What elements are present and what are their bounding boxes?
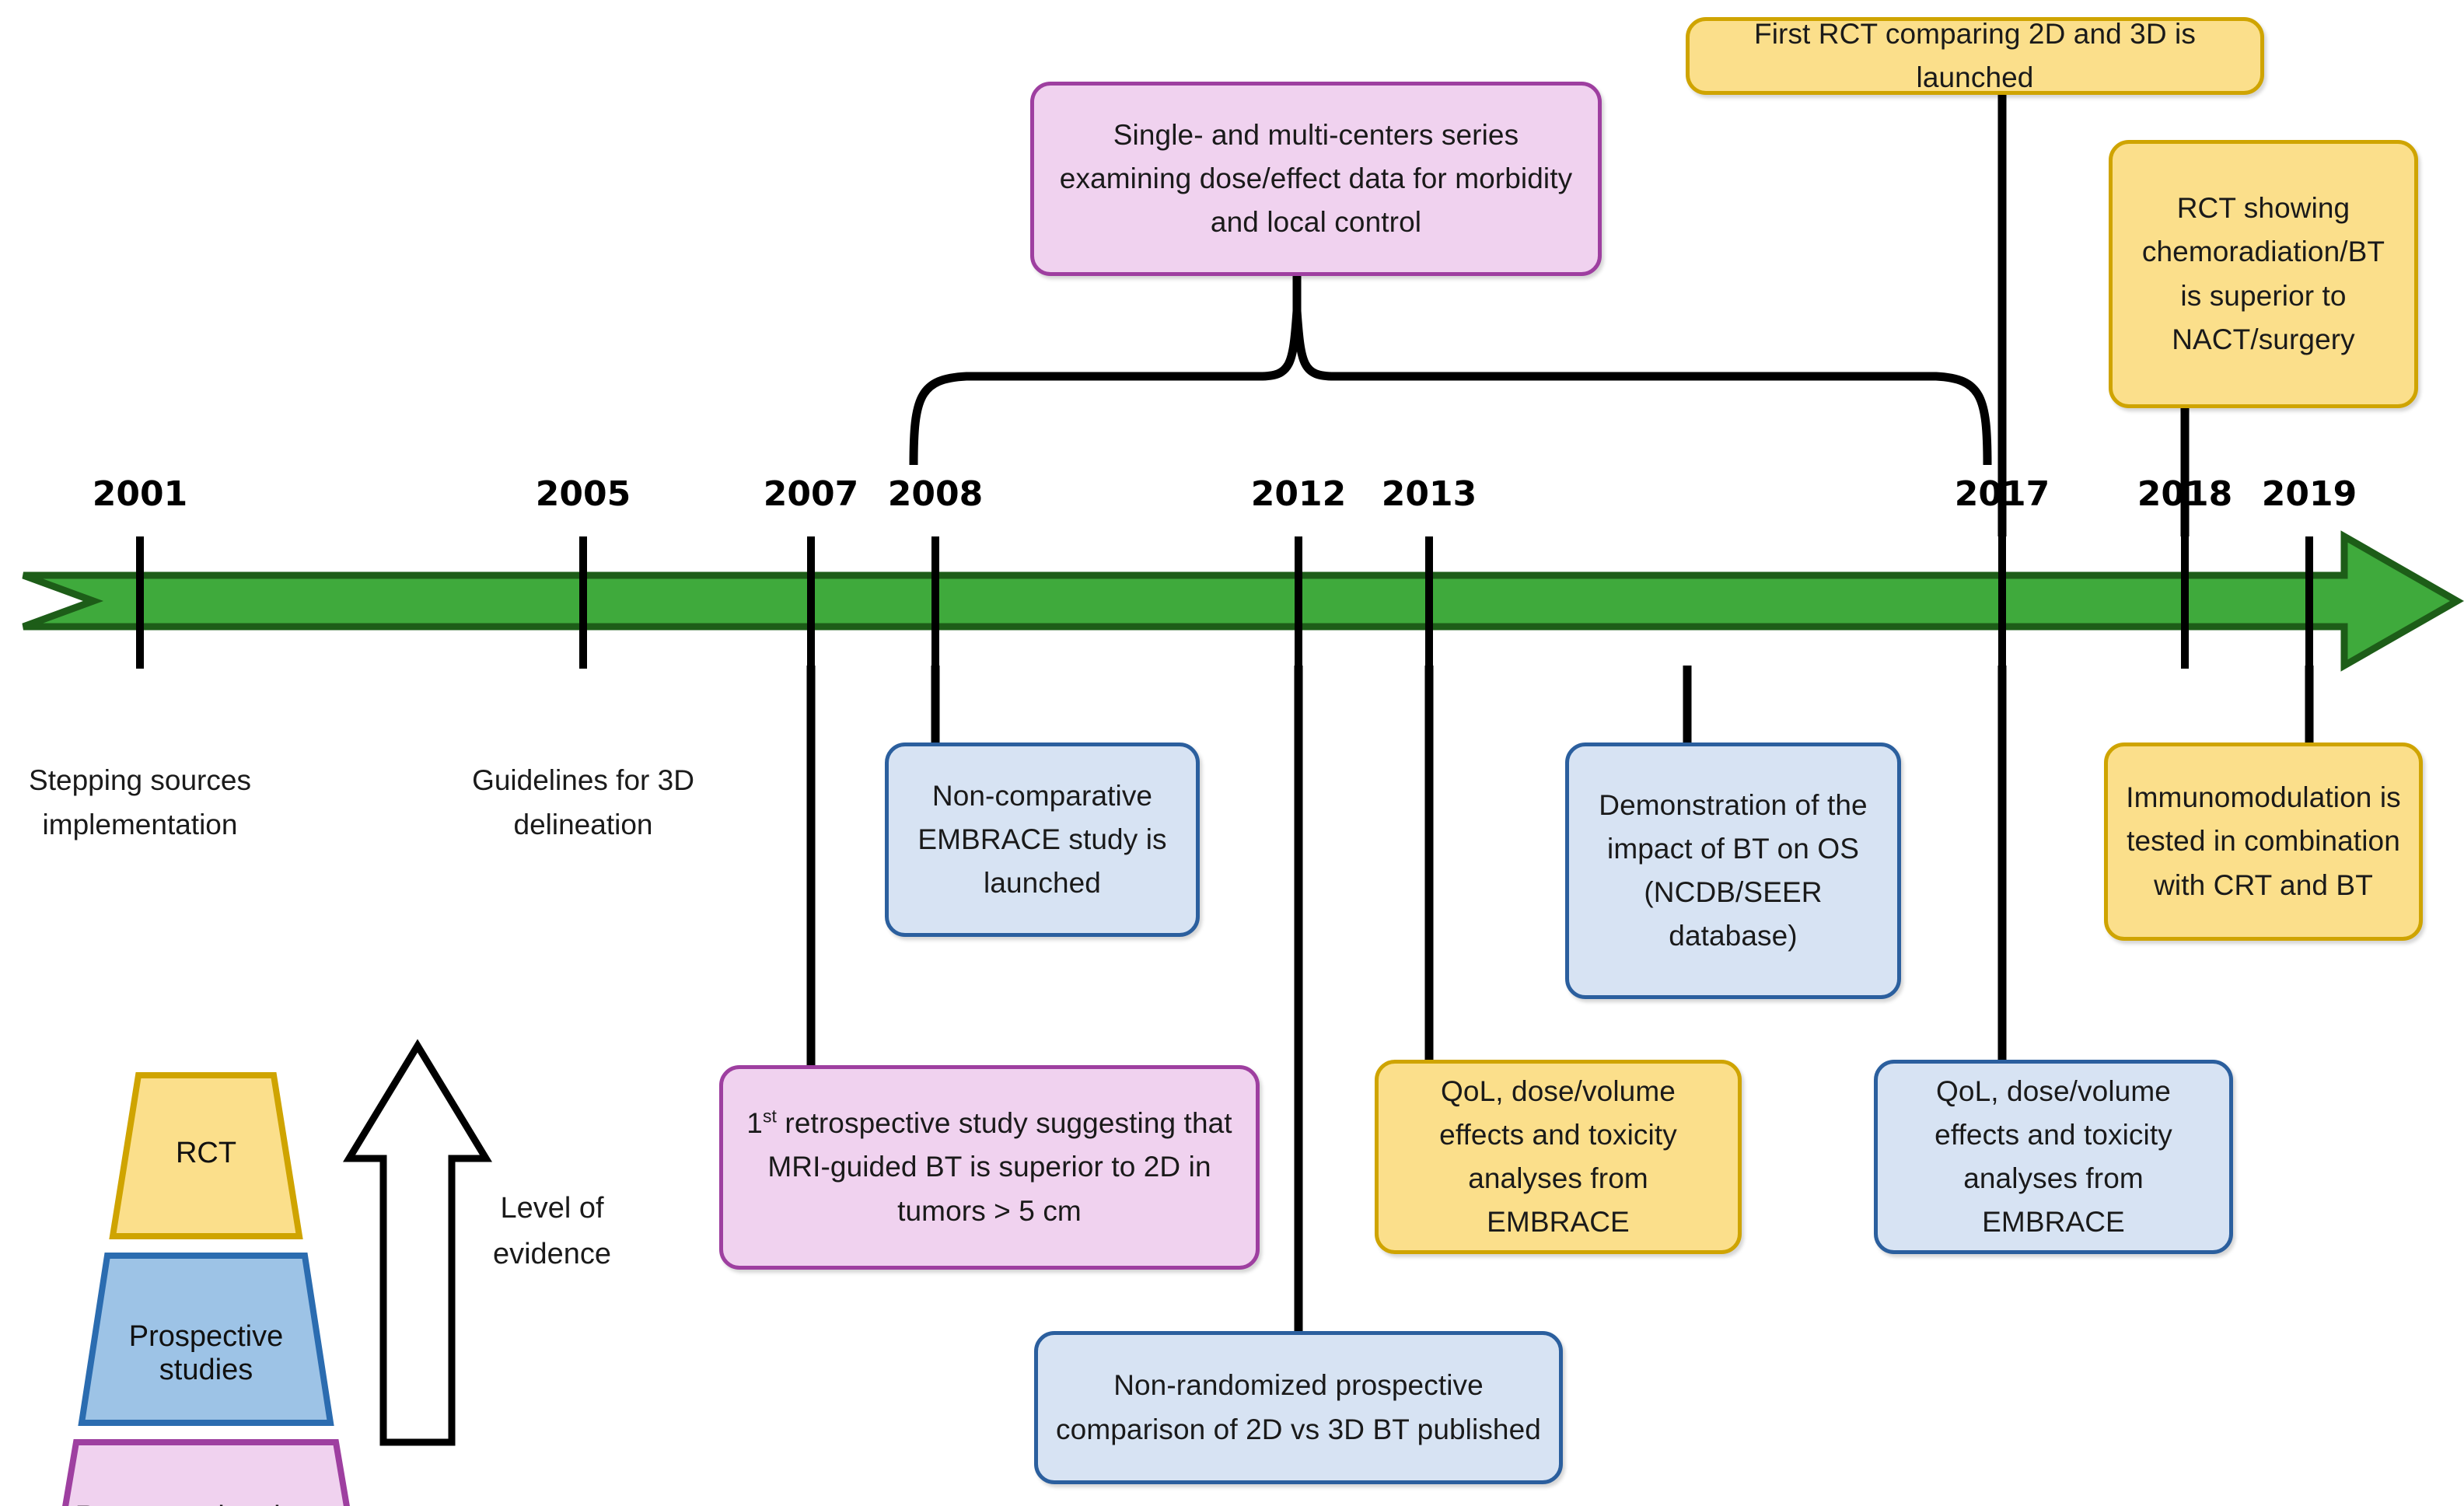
legend-shape-retrospective [62, 1439, 350, 1506]
year-label-2001: 2001 [92, 474, 188, 514]
event-text-first-rct: First RCT comparing 2D and 3D is launche… [1754, 17, 2196, 93]
timeline-arrow [22, 530, 2464, 672]
event-text-immunomodulation: Immunomodulation is tested in combinatio… [2126, 781, 2401, 901]
event-text-bt-os-demonstration: Demonstration of the impact of BT on OS … [1599, 788, 1868, 952]
legend-label-rct: RCT [175, 1137, 237, 1169]
year-tick-marks [136, 536, 2313, 669]
legend-label-retrospective: Retrospective data [66, 1501, 330, 1506]
event-text-qol-2013: QoL, dose/volume effects and toxicity an… [1439, 1074, 1677, 1239]
event-box-immunomodulation[interactable]: Immunomodulation is tested in combinatio… [2104, 743, 2423, 941]
event-text-nonrandomized-prospective: Non-randomized prospective comparison of… [1056, 1369, 1541, 1445]
event-box-nonrandomized-prospective[interactable]: Non-randomized prospective comparison of… [1034, 1331, 1563, 1484]
event-box-bt-os-demonstration[interactable]: Demonstration of the impact of BT on OS … [1565, 743, 1901, 999]
event-box-multicenter-series[interactable]: Single- and multi-centers series examini… [1030, 82, 1602, 276]
legend-label-prospective: Prospective studies [128, 1320, 284, 1386]
caption-stepping-sources: Stepping sources implementation [29, 764, 251, 841]
event-text-embrace-launched: Non-comparative EMBRACE study is launche… [917, 779, 1167, 900]
event-text-first-retrospective: 1st retrospective study suggesting that … [740, 1102, 1239, 1233]
legend-shape-prospective [78, 1253, 334, 1426]
year-label-2017: 2017 [1954, 474, 2050, 514]
event-box-first-retrospective[interactable]: 1st retrospective study suggesting that … [719, 1065, 1260, 1270]
year-label-2018: 2018 [2137, 474, 2233, 514]
caption-guidelines-3d: Guidelines for 3D delineation [472, 764, 694, 841]
event-text-first-retrospective-ordinal: st [762, 1106, 778, 1127]
legend-shape-rct [109, 1072, 303, 1239]
event-text-rct-chemoradiation: RCT showing chemoradiation/BT is superio… [2141, 192, 2385, 355]
event-box-qol-2013[interactable]: QoL, dose/volume effects and toxicity an… [1375, 1060, 1742, 1254]
year-label-2008: 2008 [887, 474, 984, 514]
year-label-2013: 2013 [1381, 474, 1477, 514]
event-box-rct-chemoradiation[interactable]: RCT showing chemoradiation/BT is superio… [2109, 140, 2418, 408]
event-text-multicenter-series: Single- and multi-centers series examini… [1059, 118, 1573, 239]
year-label-2007: 2007 [763, 474, 859, 514]
year-label-2019: 2019 [2261, 474, 2357, 514]
event-text-first-retrospective-number: 1 [746, 1107, 763, 1140]
legend-label-level-of-evidence: Level of evidence [492, 1192, 612, 1270]
event-text-qol-2017: QoL, dose/volume effects and toxicity an… [1935, 1074, 2172, 1239]
event-box-first-rct[interactable]: First RCT comparing 2D and 3D is launche… [1686, 17, 2264, 95]
curly-brace-connector [909, 310, 1992, 466]
year-label-2005: 2005 [535, 474, 631, 514]
event-box-qol-2017[interactable]: QoL, dose/volume effects and toxicity an… [1874, 1060, 2233, 1254]
year-label-2012: 2012 [1250, 474, 1347, 514]
event-box-embrace-launched[interactable]: Non-comparative EMBRACE study is launche… [885, 743, 1200, 937]
event-text-first-retrospective-rest: retrospective study suggesting that MRI-… [767, 1107, 1232, 1227]
